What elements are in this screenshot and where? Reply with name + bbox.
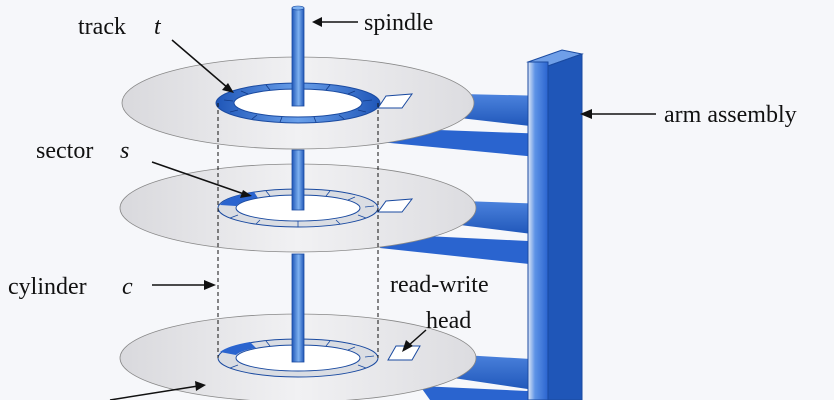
label-sector: sector <box>36 138 93 164</box>
label-sector-var: s <box>120 138 129 164</box>
label-cylinder: cylinder <box>8 274 87 300</box>
head-middle <box>377 198 414 213</box>
head-top <box>377 93 414 109</box>
cylinder-outline <box>217 103 379 358</box>
arm-assembly-post <box>526 49 584 400</box>
label-spindle: spindle <box>364 10 433 36</box>
label-cylinder-var: c <box>122 274 133 300</box>
label-track-var: t <box>154 14 162 40</box>
track-ring-segments <box>223 83 373 123</box>
label-read-write: read-write <box>390 272 489 298</box>
leader-lines <box>109 17 656 400</box>
label-track: track <box>78 14 126 40</box>
label-arm-assembly: arm assembly <box>664 102 797 128</box>
label-head: head <box>426 308 471 334</box>
spindle <box>291 5 305 363</box>
